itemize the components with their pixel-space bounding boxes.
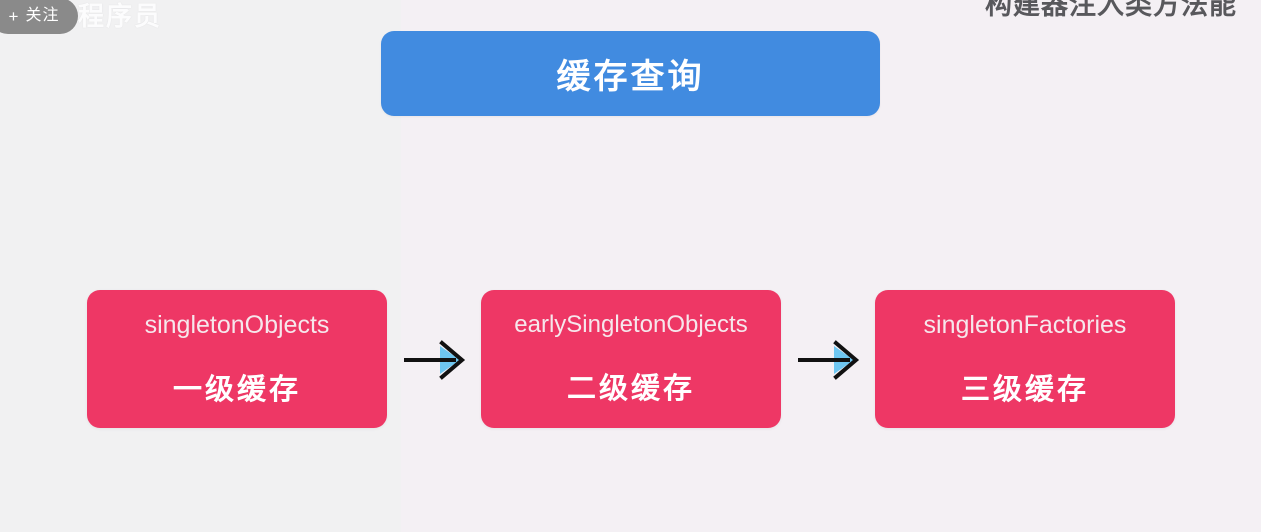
arrow-right-icon-2 <box>794 336 864 384</box>
cache-box-chinese-label: 一级缓存 <box>172 373 301 406</box>
cache-box-english-label: earlySingletonObjects <box>514 311 748 338</box>
follow-button[interactable]: + 关注 <box>0 0 78 34</box>
header-box: 缓存查询 <box>381 31 880 116</box>
cache-box-english-label: singletonFactories <box>923 310 1127 339</box>
cache-box-chinese-label: 二级缓存 <box>566 373 695 405</box>
background-panel-left <box>0 0 401 532</box>
cache-flow-row: singletonObjects 一级缓存 earlySingletonObje… <box>0 290 1261 428</box>
plus-icon: + <box>8 6 20 26</box>
clipped-heading-text: 构建器注入类方法能 <box>985 0 1237 20</box>
cache-box-chinese-label: 三级缓存 <box>960 373 1089 406</box>
header-box-label: 缓存查询 <box>556 58 705 96</box>
cache-box-english-label: singletonObjects <box>144 310 330 339</box>
arrow-right-icon-1 <box>400 336 470 384</box>
cache-box-level-3: singletonFactories 三级缓存 <box>875 290 1175 428</box>
cache-box-level-2: earlySingletonObjects 二级缓存 <box>481 290 781 428</box>
channel-watermark: 程序员 <box>78 1 163 31</box>
follow-button-label: 关注 <box>25 7 60 24</box>
cache-box-level-1: singletonObjects 一级缓存 <box>87 290 387 428</box>
